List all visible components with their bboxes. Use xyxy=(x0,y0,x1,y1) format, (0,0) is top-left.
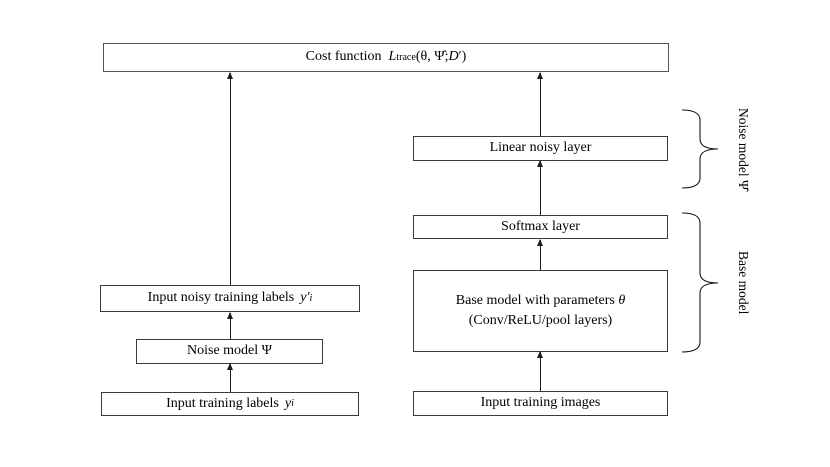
arrowhead-icon xyxy=(227,363,233,370)
arrow-noise-model-to-noisy-labels xyxy=(227,312,233,339)
cost-function-dataset-symbol: D xyxy=(448,49,459,65)
label-symbol: y xyxy=(284,395,292,411)
input-noisy-training-labels-text: Input noisy training labels xyxy=(147,290,295,306)
arrowhead-icon xyxy=(537,351,543,358)
theta-symbol: θ xyxy=(618,292,626,308)
arrow-labels-to-noise-model xyxy=(227,363,233,392)
input-training-images-label: Input training images xyxy=(480,395,601,411)
noise-model-label: Noise model Ψ xyxy=(187,343,272,359)
arrow-softmax-to-linear xyxy=(537,160,543,215)
linear-noisy-layer-box: Linear noisy layer xyxy=(413,136,668,161)
arrow-noisy-labels-to-cost xyxy=(227,72,233,285)
noise-model-box: Noise model Ψ xyxy=(136,339,323,364)
arrow-images-to-base xyxy=(537,351,543,391)
arrowhead-icon xyxy=(537,160,543,167)
braces-graphic xyxy=(681,109,719,353)
arrowhead-icon xyxy=(227,312,233,319)
base-model-brace xyxy=(681,212,719,353)
linear-noisy-layer-label: Linear noisy layer xyxy=(489,140,592,156)
arrowhead-icon xyxy=(537,239,543,246)
arrowhead-icon xyxy=(537,72,543,79)
cost-function-prefix: Cost function xyxy=(305,49,382,65)
noise-model-side-label: Noise model Ψ̂ xyxy=(736,108,751,190)
input-training-images-box: Input training images xyxy=(413,391,668,416)
noise-model-brace xyxy=(681,109,719,189)
cost-function-args-open: (θ, Ψ̂; xyxy=(415,49,449,65)
cost-function-variable: L xyxy=(388,49,397,65)
arrowhead-icon xyxy=(227,72,233,79)
input-training-labels-text: Input training labels xyxy=(166,395,279,411)
base-model-line2: (Conv/ReLU/pool layers) xyxy=(468,313,613,328)
softmax-layer-label: Softmax layer xyxy=(501,218,580,234)
arrow-base-to-softmax xyxy=(537,239,543,270)
base-model-side-label: Base model xyxy=(736,251,751,315)
base-model-line1: Base model with parameters θ xyxy=(456,291,625,311)
base-model-box: Base model with parameters θ (Conv/ReLU/… xyxy=(413,270,668,352)
cost-function-args-close: ′) xyxy=(458,49,467,65)
noisy-label-symbol: y′ xyxy=(300,290,310,306)
softmax-layer-box: Softmax layer xyxy=(413,215,668,239)
base-model-line1-text: Base model with parameters xyxy=(455,292,615,308)
arrow-linear-to-cost xyxy=(537,72,543,136)
